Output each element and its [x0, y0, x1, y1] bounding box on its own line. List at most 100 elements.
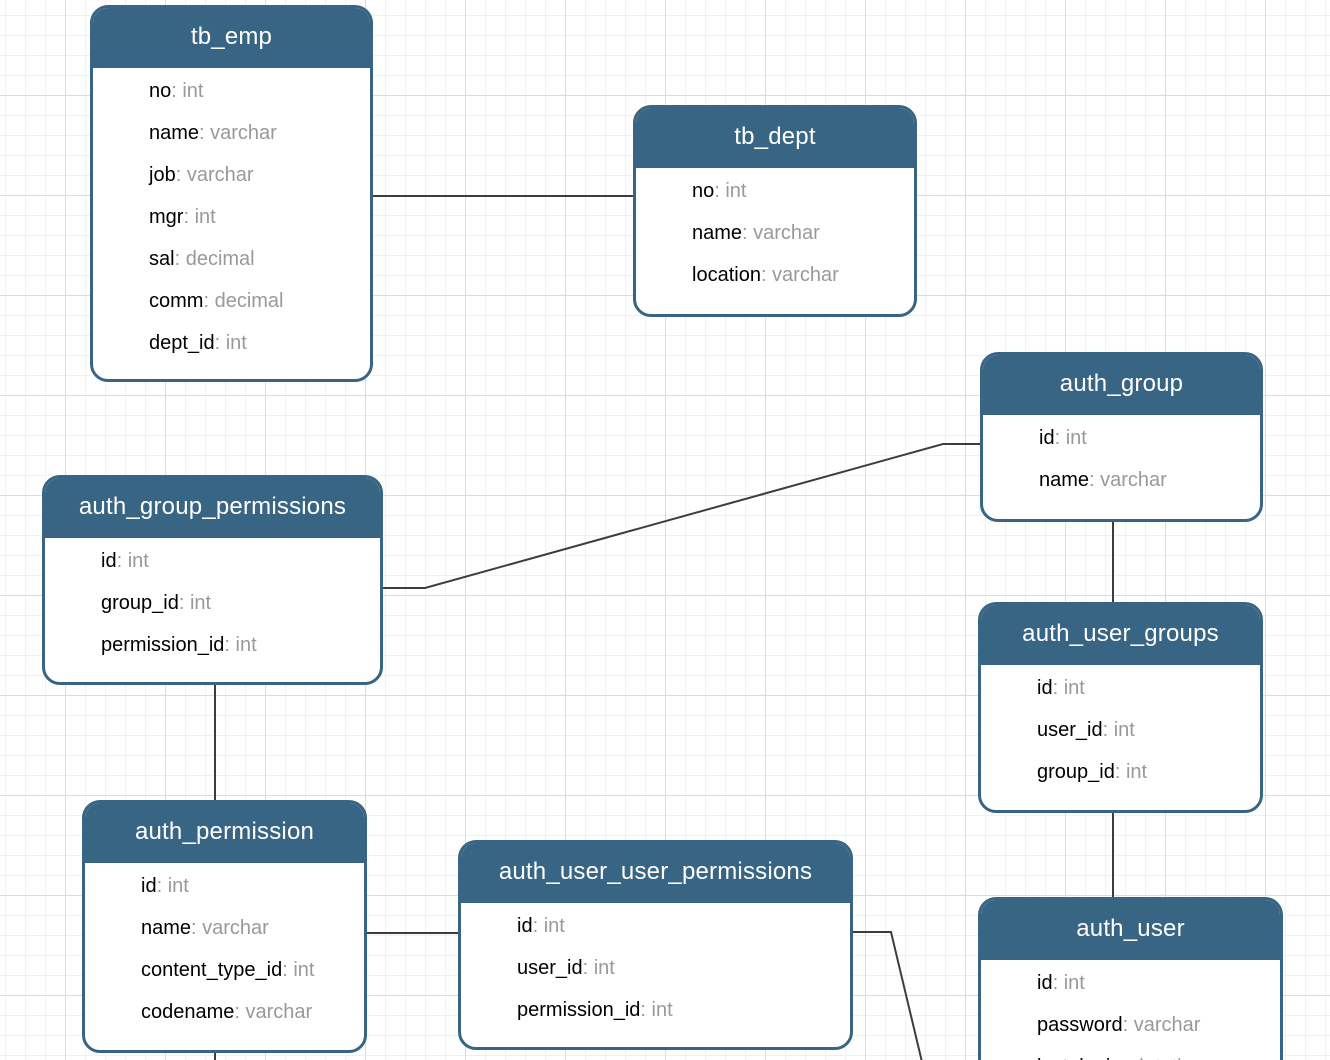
table-title[interactable]: auth_permission [85, 803, 364, 863]
field-name: id [101, 550, 117, 572]
field-name: name [141, 917, 192, 939]
field-type: : int [1052, 677, 1085, 699]
field-row: job: varchar [149, 154, 360, 196]
field-type: : datetime [1122, 1056, 1210, 1060]
field-row: permission_id: int [517, 989, 840, 1031]
field-type: : int [116, 550, 149, 572]
field-name: comm [149, 290, 204, 312]
field-type: : varchar [760, 264, 839, 286]
field-row: location: varchar [692, 254, 904, 296]
field-type: : varchar [742, 222, 820, 244]
table-title[interactable]: auth_user_groups [981, 605, 1260, 665]
field-type: : int [1052, 972, 1085, 994]
field-row: id: int [141, 865, 354, 907]
field-row: permission_id: int [101, 624, 370, 666]
field-type: : int [1054, 427, 1087, 449]
field-row: user_id: int [517, 947, 840, 989]
field-type: : int [224, 634, 257, 656]
field-type: : int [183, 206, 216, 228]
field-type: : int [582, 957, 615, 979]
field-type: : varchar [175, 164, 254, 186]
field-row: last_login: datetime [1037, 1046, 1270, 1060]
field-type: : varchar [1089, 469, 1167, 491]
table-title[interactable]: auth_user [981, 900, 1280, 960]
field-name: mgr [149, 206, 184, 228]
field-row: group_id: int [101, 582, 370, 624]
field-name: group_id [101, 592, 179, 614]
field-row: no: int [692, 170, 904, 212]
field-row: no: int [149, 70, 360, 112]
field-type: : varchar [234, 1001, 313, 1023]
field-type: : varchar [1122, 1014, 1201, 1036]
field-row: sal: decimal [149, 238, 360, 280]
field-row: codename: varchar [141, 991, 354, 1033]
field-type: : int [1102, 719, 1135, 741]
field-row: name: varchar [149, 112, 360, 154]
table-title[interactable]: tb_dept [636, 108, 914, 168]
field-type: : decimal [174, 248, 255, 270]
field-type: : varchar [199, 122, 277, 144]
field-row: content_type_id: int [141, 949, 354, 991]
field-type: : int [171, 80, 204, 102]
field-row: comm: decimal [149, 280, 360, 322]
field-type: : varchar [191, 917, 269, 939]
field-row: mgr: int [149, 196, 360, 238]
field-name: name [149, 122, 200, 144]
field-row: password: varchar [1037, 1004, 1270, 1046]
table-auth_group[interactable]: auth_group id: int name: varchar [980, 352, 1263, 522]
field-row: dept_id: int [149, 322, 360, 364]
field-name: name [1039, 469, 1090, 491]
field-row: user_id: int [1037, 709, 1250, 751]
field-name: location [692, 264, 761, 286]
field-row: id: int [1037, 962, 1270, 1004]
field-name: user_id [1037, 719, 1103, 741]
field-name: password [1037, 1014, 1123, 1036]
field-name: id [517, 915, 533, 937]
field-name: dept_id [149, 332, 215, 354]
field-name: id [1039, 427, 1055, 449]
field-name: group_id [1037, 761, 1115, 783]
field-name: permission_id [101, 634, 225, 656]
field-row: name: varchar [141, 907, 354, 949]
field-row: name: varchar [1039, 459, 1250, 501]
field-row: id: int [517, 905, 840, 947]
relation-line-auth_group_permissions-auth_group [383, 443, 980, 589]
field-name: id [1037, 972, 1053, 994]
field-type: : int [214, 332, 247, 354]
field-name: codename [141, 1001, 235, 1023]
field-name: permission_id [517, 999, 641, 1021]
table-title[interactable]: tb_emp [93, 8, 370, 68]
field-name: user_id [517, 957, 583, 979]
table-title[interactable]: auth_group [983, 355, 1260, 415]
field-name: id [1037, 677, 1053, 699]
field-name: name [692, 222, 743, 244]
field-name: no [692, 180, 715, 202]
field-row: group_id: int [1037, 751, 1250, 793]
field-row: id: int [101, 540, 370, 582]
field-type: : int [640, 999, 673, 1021]
table-title[interactable]: auth_group_permissions [45, 478, 380, 538]
table-title[interactable]: auth_user_user_permissions [461, 843, 850, 903]
field-type: : int [714, 180, 747, 202]
field-type: : int [178, 592, 212, 614]
relation-line-auth_user_user_permissions-auth_user [853, 931, 923, 1060]
field-type: : decimal [203, 290, 284, 312]
field-name: sal [149, 248, 175, 270]
field-type: : int [1114, 761, 1148, 783]
